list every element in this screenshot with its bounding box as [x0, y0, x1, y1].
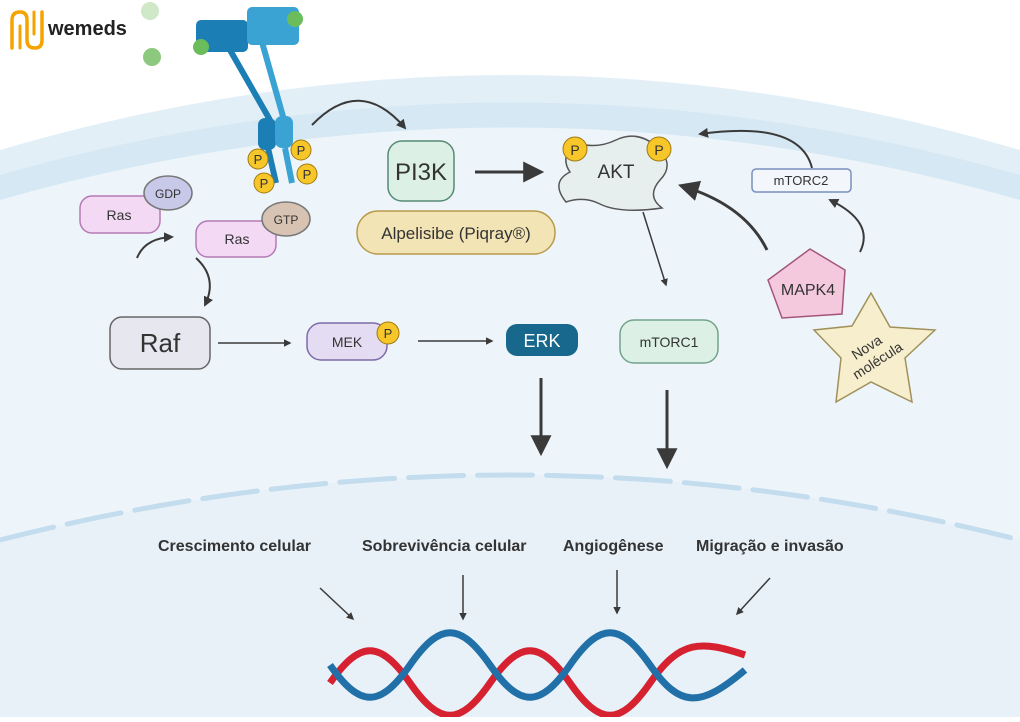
phospho-label: P: [303, 167, 312, 182]
phospho-label: P: [654, 142, 663, 158]
raf-label: Raf: [140, 328, 181, 358]
arrow-ras-gdp-to-gtp: [136, 232, 174, 259]
arrow-receptor-to-pi3k: [311, 99, 407, 130]
arrow-akt-to-mtorc1: [642, 211, 668, 287]
drug-label: Alpelisibe (Piqray®): [381, 224, 531, 243]
phospho-label: P: [254, 152, 263, 167]
arrow-outcome-1: [319, 587, 355, 621]
gtp-badge: GTP: [274, 213, 299, 227]
gdp-badge: GDP: [155, 187, 181, 201]
akt-node: AKT P P: [558, 135, 672, 211]
new-molecule-star: Nova molécula: [812, 291, 937, 404]
outcome-label-1: Crescimento celular: [158, 538, 311, 555]
mtorc1-label: mTORC1: [640, 334, 699, 350]
ras-gdp-node: Ras GDP: [79, 175, 193, 234]
erk-label: ERK: [523, 331, 560, 351]
arrow-ras-to-raf: [195, 257, 213, 307]
phospho-label: P: [570, 142, 579, 158]
mtorc1-node: mTORC1: [619, 319, 719, 364]
dna-helix-icon: [327, 629, 748, 719]
pi3k-label: PI3K: [395, 159, 447, 186]
mek-label: MEK: [332, 334, 363, 350]
mapk4-node: MAPK4: [767, 248, 846, 319]
ras-gtp-node: Ras GTP: [195, 201, 311, 258]
phospho-label: P: [384, 326, 393, 341]
mek-node: MEK P: [306, 321, 400, 361]
arrow-mapk4-to-mtorc2: [828, 199, 865, 253]
raf-node: Raf: [109, 316, 211, 370]
mapk4-label: MAPK4: [781, 282, 835, 299]
nucleus-area: [0, 475, 1020, 717]
erk-node: ERK: [506, 324, 578, 356]
arrow-outcome-4: [735, 577, 771, 616]
outcome-label-2: Sobrevivência celular: [362, 538, 527, 555]
mtorc2-node: mTORC2: [751, 168, 852, 193]
receptor-icon: [193, 7, 303, 184]
ras-gdp-label: Ras: [107, 207, 132, 223]
arrow-mapk4-to-akt: [677, 180, 769, 251]
outcome-label-3: Angiogênese: [563, 538, 664, 555]
mtorc2-label: mTORC2: [774, 173, 829, 188]
ligand-ball: [143, 48, 161, 66]
wemeds-logo: [10, 10, 44, 50]
brand-name: wemeds: [48, 18, 127, 40]
ras-gtp-label: Ras: [225, 231, 250, 247]
drug-node: Alpelisibe (Piqray®): [356, 210, 556, 255]
phospho-label: P: [260, 176, 269, 191]
ligand-ball: [141, 2, 159, 20]
arrow-mtorc2-to-akt: [698, 127, 813, 169]
receptor-phospho-group: P P P P: [247, 139, 318, 194]
phospho-label: P: [297, 143, 306, 158]
outcome-label-4: Migração e invasão: [696, 538, 844, 555]
akt-label: AKT: [598, 162, 635, 183]
nuclear-envelope: [0, 472, 1020, 543]
pi3k-node: PI3K: [387, 140, 455, 202]
